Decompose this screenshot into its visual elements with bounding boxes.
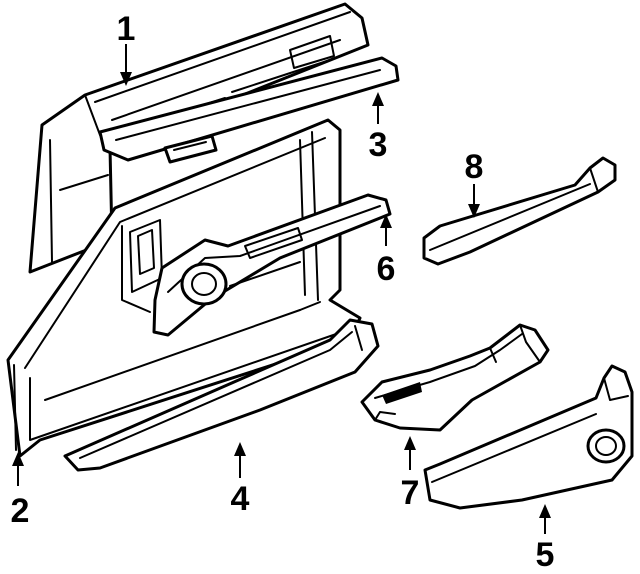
callout-label-6: 6 xyxy=(377,250,396,288)
callout-4: 4 xyxy=(231,442,250,518)
part-6-armrest xyxy=(152,193,392,337)
callout-label-4: 4 xyxy=(231,480,250,518)
callout-label-2: 2 xyxy=(11,492,30,530)
part-5-speaker-trim xyxy=(423,364,634,510)
callout-7: 7 xyxy=(401,436,420,512)
callout-5: 5 xyxy=(536,504,555,574)
callout-label-5: 5 xyxy=(536,536,555,574)
part-7-armrest-base xyxy=(360,323,550,432)
part-4-lower-trim xyxy=(63,318,380,472)
part-8-armrest-pad xyxy=(422,156,617,266)
callout-label-7: 7 xyxy=(401,474,420,512)
callout-6: 6 xyxy=(377,214,396,288)
callout-label-3: 3 xyxy=(369,126,388,164)
callout-label-1: 1 xyxy=(117,10,136,48)
callout-3: 3 xyxy=(369,92,388,164)
callout-label-8: 8 xyxy=(465,148,484,186)
part-3-pull-handle xyxy=(98,56,400,164)
callout-1: 1 xyxy=(117,10,136,86)
callout-8: 8 xyxy=(465,148,484,218)
callout-2: 2 xyxy=(11,452,30,530)
